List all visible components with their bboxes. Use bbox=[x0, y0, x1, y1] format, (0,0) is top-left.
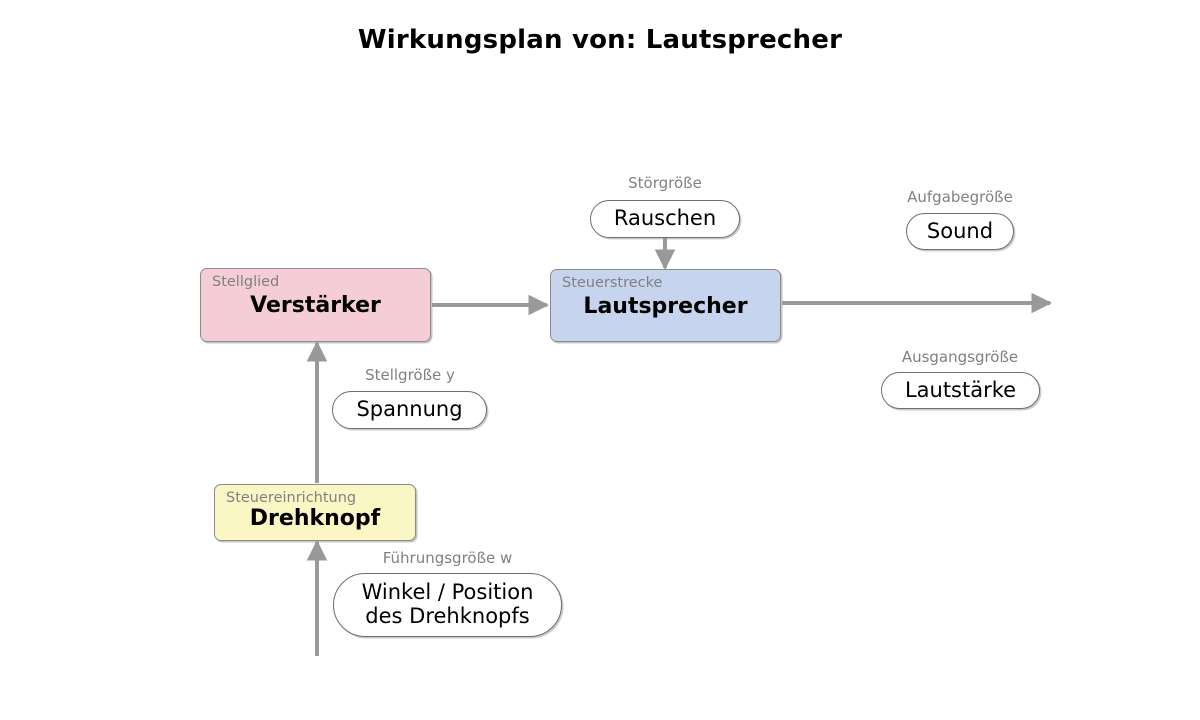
signal-label: Aufgabegröße bbox=[907, 188, 1013, 206]
signal-value-pill[interactable]: Spannung bbox=[332, 391, 487, 429]
block-kind-label: Steuereinrichtung bbox=[226, 490, 357, 506]
block-steuereinrichtung-drehknopf[interactable]: Steuereinrichtung Drehknopf bbox=[214, 484, 416, 541]
block-kind-label: Steuerstrecke bbox=[562, 275, 663, 291]
signal-value-pill[interactable]: Rauschen bbox=[590, 200, 740, 238]
block-kind-label: Stellglied bbox=[212, 274, 280, 290]
page-title: Wirkungsplan von: Lautsprecher bbox=[357, 25, 843, 55]
block-name-label: Drehknopf bbox=[249, 506, 381, 531]
signal-value-pill[interactable]: Sound bbox=[906, 213, 1014, 250]
block-stellglied-verstaerker[interactable]: Stellglied Verstärker bbox=[200, 268, 431, 342]
block-name-label: Verstärker bbox=[250, 293, 381, 318]
signal-label: Störgröße bbox=[628, 174, 702, 192]
signal-value-pill[interactable]: Winkel / Position des Drehknopfs bbox=[333, 573, 562, 637]
signal-label: Führungsgröße w bbox=[382, 549, 513, 567]
signal-value-pill[interactable]: Lautstärke bbox=[881, 372, 1040, 409]
signal-label: Ausgangsgröße bbox=[901, 348, 1019, 366]
block-steuerstrecke-lautsprecher[interactable]: Steuerstrecke Lautsprecher bbox=[550, 269, 781, 342]
block-name-label: Lautsprecher bbox=[583, 294, 748, 319]
signal-label: Stellgröße y bbox=[365, 366, 455, 384]
